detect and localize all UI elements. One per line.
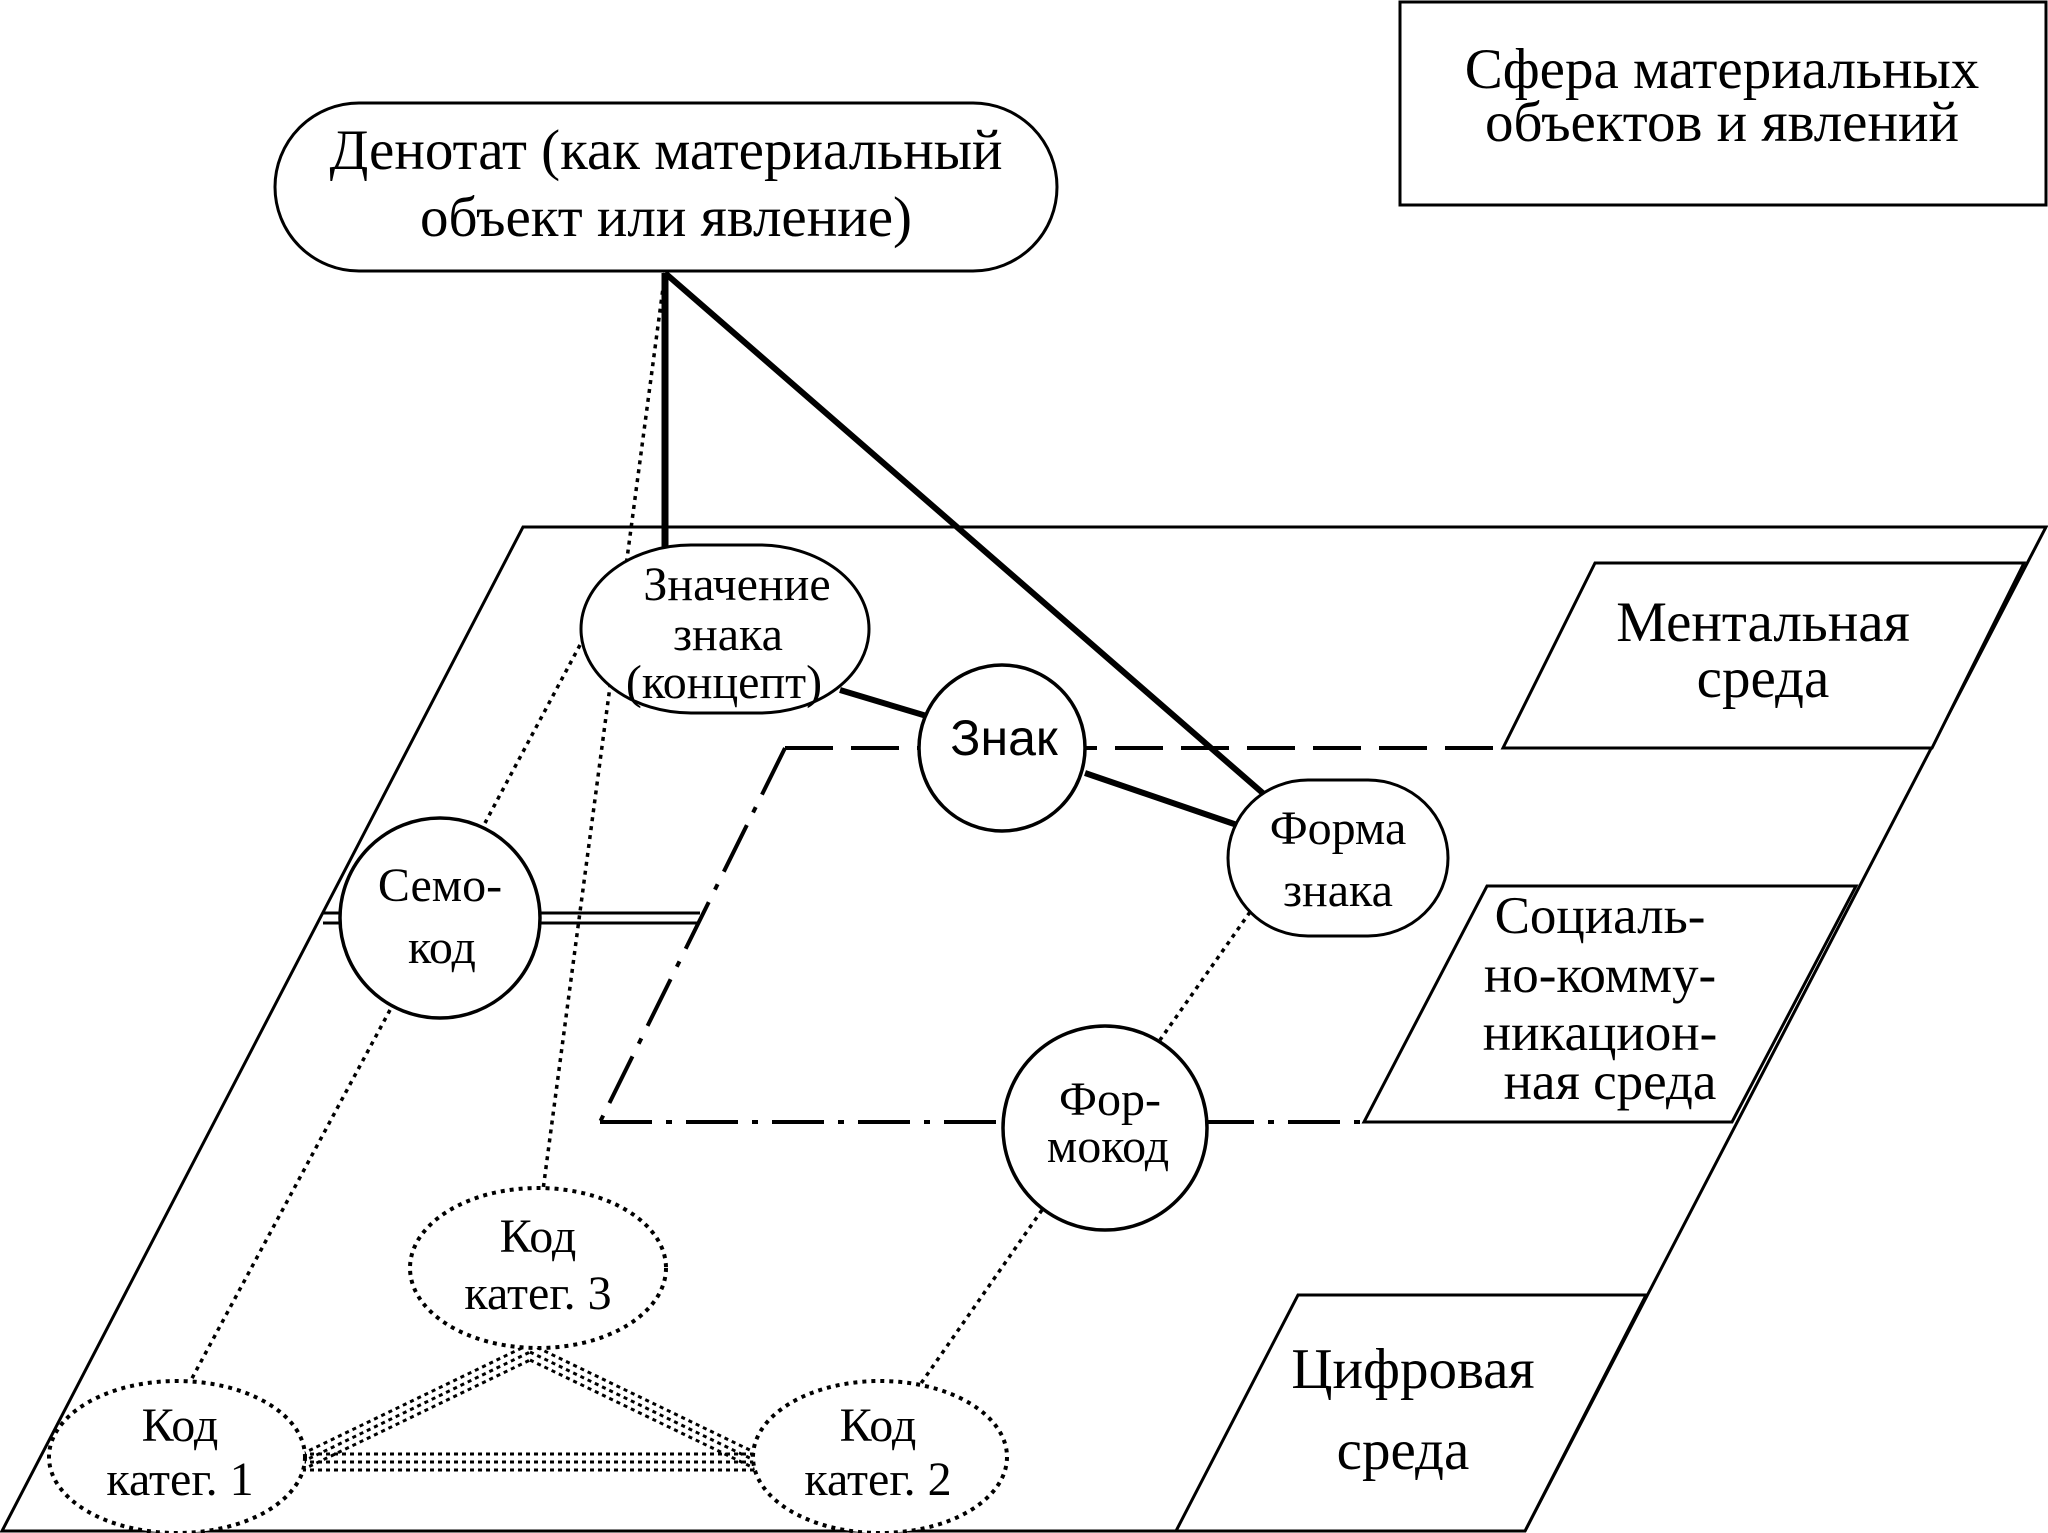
denotat-line2: объект или явление) <box>420 186 912 249</box>
meaning-to-sign <box>839 687 931 720</box>
mental-env-line2: среда <box>1697 647 1830 710</box>
denotat-to-form <box>663 270 1267 798</box>
code-cat1-line1: Код <box>142 1399 219 1452</box>
dotted-links <box>188 272 1252 1394</box>
digital-env-box <box>1173 1293 1649 1533</box>
mental-env-box <box>1500 561 2027 750</box>
meaning-line1: Значение <box>643 558 830 611</box>
social-env-line1: Социаль- <box>1495 887 1706 945</box>
sphere-box-line2: объектов и явлений <box>1485 91 1959 154</box>
code-cat2-line1: Код <box>840 1399 917 1452</box>
code-cat3-line2: катег. 3 <box>464 1267 611 1320</box>
semocode-line2: код <box>408 921 476 974</box>
formocode-line2: мокод <box>1047 1120 1169 1173</box>
meaning-node <box>579 543 871 715</box>
social-env-line3: никацион- <box>1483 1004 1717 1062</box>
social-env-line4: ная среда <box>1504 1053 1717 1111</box>
digital-env-line1: Цифровая <box>1291 1338 1534 1401</box>
mental-env-line1: Ментальная <box>1616 591 1910 654</box>
code-cat3-line1: Код <box>500 1210 577 1263</box>
sign-node <box>917 663 1087 833</box>
category-links <box>301 1342 759 1472</box>
sign-label: Знак <box>950 710 1059 766</box>
meaning-line2: знака <box>673 608 783 661</box>
semocode-line1: Семо- <box>378 859 502 912</box>
sign-to-form <box>1084 770 1241 829</box>
code-cat3-node <box>408 1186 668 1350</box>
denotat-line1: Денотат (как материальный <box>329 119 1002 182</box>
form-node <box>1226 778 1450 938</box>
code-cat2-line2: катег. 2 <box>804 1453 951 1506</box>
form-line1: Форма <box>1270 802 1407 855</box>
denotat-node <box>273 101 1059 273</box>
formocode-line1: Фор- <box>1059 1073 1161 1126</box>
code-cat1-node <box>47 1379 307 1533</box>
sphere-box-line1: Сфера материальных <box>1465 38 1980 101</box>
digital-env-line2: среда <box>1337 1419 1470 1482</box>
social-env-line2: но-комму- <box>1484 946 1716 1004</box>
formocode-node <box>1001 1024 1209 1232</box>
sphere-box <box>1398 0 2048 207</box>
social-boundary-slant <box>598 747 787 1123</box>
code-cat2-node <box>751 1379 1009 1533</box>
form-line2: знака <box>1283 864 1393 917</box>
code-cat1-line2: катег. 1 <box>106 1453 253 1506</box>
social-env-box <box>1361 884 1859 1124</box>
semocode-node <box>338 816 542 1020</box>
meaning-line3: (концепт) <box>626 656 822 709</box>
